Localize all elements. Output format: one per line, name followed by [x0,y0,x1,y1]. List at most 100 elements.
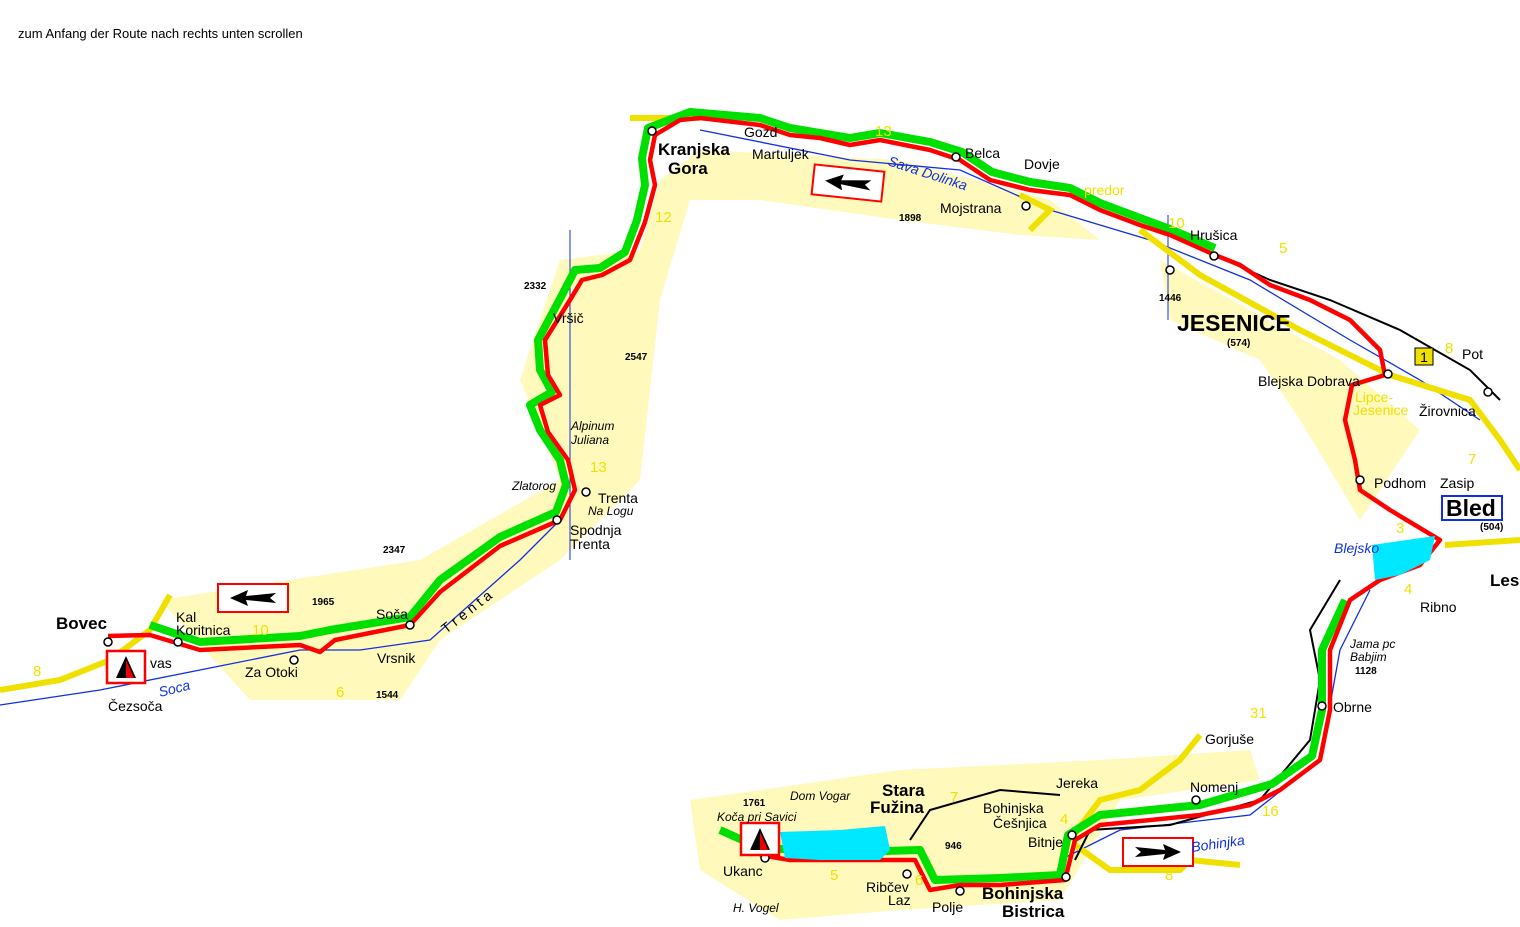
arrow-left-icon [230,590,276,606]
peak-label: 1898 [899,213,922,224]
lake-bled [1372,536,1435,580]
road-number: 10 [1168,215,1185,232]
label-soca-river: Soca [157,677,192,700]
label-blejska-dobrava: Blejska Dobrava [1258,373,1360,389]
label-babjim: Babjim [1350,650,1387,664]
label-bled: Bled [1446,495,1496,521]
label-jesenice: JESENICE [1177,310,1291,336]
label-laz: Laz [888,892,911,908]
road-number: 12 [655,209,672,226]
road-number: 7 [950,789,958,806]
peak-labels: 1965 1544 2347 2332 2547 1898 1446 1128 … [312,213,1377,852]
label-soca: Soča [376,606,408,622]
label-dom-vogar: Dom Vogar [790,789,851,803]
label-lipce: Lipce- [1355,389,1393,405]
peak-label: 1446 [1159,293,1182,304]
peak-label: 1965 [312,597,335,608]
main-roads [0,115,1520,873]
road-number: 6 [336,684,344,701]
campsite-marker-bovec [105,649,147,685]
peak-label: 1128 [1355,666,1377,677]
label-hrusica: Hrušica [1190,227,1238,243]
label-trenta-2: Trenta [570,536,610,552]
rivers [0,129,1481,861]
settlement-markers [103,126,1493,896]
terrain-shading [160,150,1420,920]
label-bovec: Bovec [56,614,107,633]
label-martuljek: Martuljek [752,146,810,162]
road-numbers: 8 10 12 13 13 10 5 8 7 3 4 31 16 7 4 6 5… [33,123,1476,889]
label-koritnica: Koritnica [176,622,231,638]
label-vrsic: Vršič [553,310,584,326]
road-number: 10 [252,622,269,639]
peak-label: 1761 [743,798,766,809]
label-gora: Gora [668,159,708,178]
label-lipce-2: Jesenice [1353,402,1408,418]
label-nomenj: Nomenj [1190,779,1238,795]
road-number: 5 [830,867,838,884]
scroll-hint: zum Anfang der Route nach rechts unten s… [18,26,303,41]
road-number: 8 [1165,867,1173,884]
label-alpinum: Alpinum [570,419,614,433]
direction-arrow-west-2 [810,163,886,203]
label-vrsnik: Vrsnik [377,650,416,666]
peak-label: 1544 [376,690,399,701]
direction-arrow-west-1 [217,583,289,613]
label-cezsoca: Čezsoča [108,698,163,714]
label-jesenice-alt: (574) [1227,338,1250,349]
label-na-logu: Na Logu [588,504,634,518]
road-badge-number: 1 [1420,349,1428,365]
lake-bohinj [780,826,890,860]
road-number: 13 [875,123,892,140]
label-za-otoki: Za Otoki [245,664,298,680]
campsite-marker-ukanc [739,821,781,857]
label-juliana: Juliana [570,433,609,447]
label-mojstrana: Mojstrana [940,200,1002,216]
label-ukanc: Ukanc [723,863,763,879]
label-bistrica: Bistrica [1002,902,1065,921]
label-zirovnica: Žirovnica [1419,403,1476,419]
label-jama: Jama pc [1349,637,1395,651]
bled-frame [1441,495,1503,521]
label-polje: Polje [932,899,963,915]
label-dovje: Dovje [1024,156,1060,172]
road-number: 7 [1468,451,1476,468]
label-kal: Kal [176,609,196,625]
road-number: 4 [1060,811,1068,828]
label-bitnje: Bitnje [1028,834,1063,850]
peak-label: 2332 [524,281,547,292]
road-number: 8 [33,663,41,680]
label-zlatorog: Zlatorog [511,479,556,493]
label-spodnja: Spodnja [570,522,622,538]
label-belca: Belca [965,145,1000,161]
road-number: 5 [1279,240,1287,257]
road-number: 4 [1404,581,1412,598]
place-labels: Bovec Kal Koritnica vas Čezsoča Za Otoki… [56,124,1519,921]
label-bohinjka: Bohinjka [1190,832,1246,855]
road-number: 13 [590,459,607,476]
direction-arrow-east [1122,837,1194,867]
label-vas: vas [150,655,172,671]
label-ribcev: Ribčev [866,879,909,895]
label-obrne: Obrne [1333,699,1372,715]
label-bohinjska-bistrica: Bohinjska [982,884,1064,903]
road-number: 16 [1262,803,1279,820]
road-number: 8 [1445,340,1453,357]
label-bohinjska-cesnjica: Bohinjska [983,800,1044,816]
label-kranjska: Kranjska [658,140,730,159]
label-bled-alt: (504) [1480,522,1503,533]
label-lesce: Les [1490,571,1519,590]
soca-river [0,519,561,706]
cycle-path [148,108,1217,646]
arrow-right-icon [1135,844,1181,860]
arrow-left-icon [825,174,872,191]
label-fuzina: Fužina [870,798,924,817]
peak-label: 2347 [383,545,406,556]
label-zasip: Zasip [1440,475,1474,491]
label-ribno: Ribno [1420,599,1457,615]
road-number: 3 [1396,520,1404,537]
label-jereka: Jereka [1056,775,1098,791]
label-cesnjica: Češnjica [993,815,1047,831]
peak-label: 2547 [625,352,648,363]
label-trenta: Trenta [598,490,638,506]
